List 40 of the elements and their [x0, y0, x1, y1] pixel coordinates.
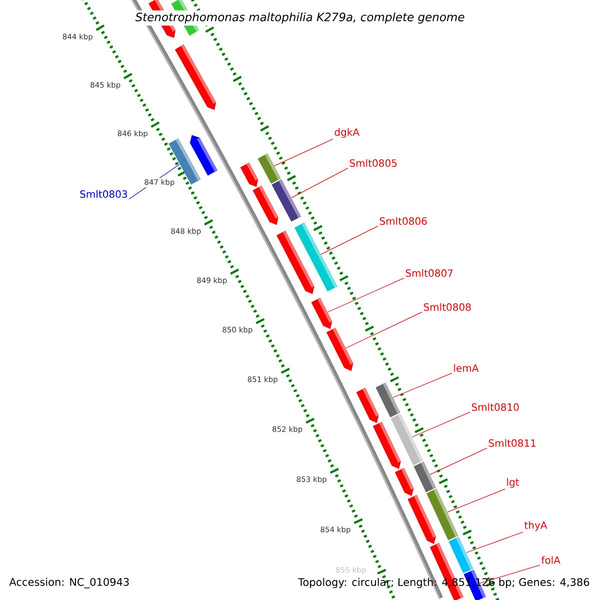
footer-text: Topology: circular; Length: 4,851,126 bp; Genes: 4,386 [298, 578, 590, 588]
leader-line [392, 372, 452, 398]
gene-label: folA [541, 556, 560, 564]
gene-label: dgkA [334, 128, 360, 138]
gene-feature [258, 153, 281, 184]
gene-label: Smlt0806 [380, 217, 427, 225]
gene-feature [174, 44, 216, 110]
gene-feature [311, 298, 332, 329]
leader-line [346, 312, 422, 348]
gene-label: Smlt0803 [80, 190, 127, 198]
gene-feature [408, 494, 436, 544]
leader-line [466, 532, 524, 553]
gene-label: Smlt0807 [406, 269, 453, 277]
gene-label: Smlt0811 [488, 439, 536, 447]
title: Stenotrophomonas maltophilia K279a, complete genome [133, 10, 467, 26]
leader-line [480, 564, 540, 584]
gene-feature [326, 328, 354, 371]
gene-feature [240, 162, 258, 187]
gene-feature [252, 186, 278, 225]
gene-label: Smlt0805 [350, 159, 397, 167]
gene-label: lgt [507, 478, 520, 488]
gene-label: lemA [454, 364, 479, 372]
leader-line [320, 226, 378, 255]
leader-line [447, 488, 506, 512]
gene-label: Smlt0810 [472, 403, 519, 411]
leader-line [430, 448, 488, 475]
gene-feature [414, 462, 436, 492]
gene-feature [394, 468, 414, 496]
leader-line [412, 412, 470, 438]
leader-line [327, 278, 404, 312]
gene-feature [376, 382, 400, 418]
footer-text: Accession: NC_010943 [9, 578, 129, 588]
gene-feature [276, 230, 314, 294]
gene-label: thyA [524, 521, 548, 531]
gene-feature [448, 536, 474, 574]
leader-line [274, 138, 334, 166]
leader-line [291, 168, 348, 198]
gene-label: Smlt0808 [424, 303, 471, 311]
gene-feature [372, 422, 401, 469]
gene-feature [356, 388, 379, 423]
